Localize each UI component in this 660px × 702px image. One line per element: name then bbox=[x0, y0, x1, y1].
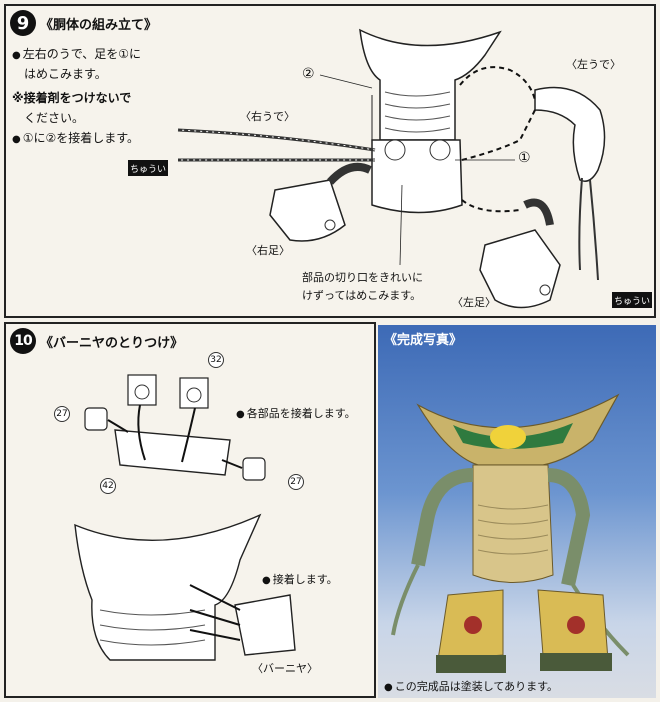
step9-instruction-1b: はめこみます。 bbox=[24, 67, 107, 81]
vernier-part-32a bbox=[127, 374, 157, 406]
step9-instruction-3: ①に②を接着します。 bbox=[12, 128, 139, 150]
vernier-assembly bbox=[234, 594, 296, 656]
step10-instruction-1: 各部品を接着します。 bbox=[236, 404, 356, 425]
label-left-leg: 〈左足〉 bbox=[452, 296, 496, 309]
step9-note-b: けずってはめこみます。 bbox=[302, 289, 422, 302]
label-right-leg: 〈右足〉 bbox=[246, 244, 290, 257]
part-27b: 27 bbox=[288, 474, 304, 490]
step9-note-a: 部品の切り口をきれいに bbox=[302, 271, 423, 284]
model-figure bbox=[391, 393, 630, 673]
step10-title: 《バーニヤのとりつけ》 bbox=[40, 335, 184, 351]
part-42: 42 bbox=[100, 478, 116, 494]
photo-note: この完成品は塗装してあります。 bbox=[384, 678, 558, 694]
right-leg-part bbox=[269, 179, 346, 242]
vernier-base-42 bbox=[114, 429, 231, 476]
step9-instruction-2a: ※接着剤をつけないで bbox=[12, 91, 132, 105]
part-32: 32 bbox=[208, 352, 224, 368]
label-left-arm: 〈左うで〉 bbox=[566, 58, 621, 71]
step9-instruction-1a: 左右のうで、足を①に bbox=[12, 44, 141, 66]
upper-body-part bbox=[359, 28, 502, 141]
vernier-part-32b bbox=[179, 377, 209, 409]
caution-tag-right: ちゅうい bbox=[612, 292, 652, 308]
part-27a: 27 bbox=[54, 406, 70, 422]
left-arm-part bbox=[534, 86, 606, 182]
step10-header: 10 《バーニヤのとりつけ》 bbox=[10, 328, 183, 354]
nozzle-27b bbox=[242, 457, 266, 481]
photo-title: 《完成写真》 bbox=[384, 333, 463, 348]
upper-body-ribs bbox=[384, 91, 451, 133]
label-right-arm: 〈右うで〉 bbox=[240, 110, 295, 123]
step9-header: 9 《胴体の組み立て》 bbox=[10, 10, 157, 36]
body-socket-left bbox=[384, 139, 406, 161]
completed-photo: 《完成写真》 この完成品は塗装してあります。 bbox=[378, 325, 656, 698]
assembly-guides bbox=[459, 66, 536, 213]
nozzle-27a bbox=[84, 407, 108, 431]
step9-part-2: ② bbox=[302, 66, 315, 82]
left-arm-claws bbox=[578, 177, 599, 281]
label-vernier: 〈バーニヤ〉 bbox=[252, 662, 318, 675]
caution-tag-left: ちゅうい bbox=[128, 160, 168, 176]
body-rear-view bbox=[74, 513, 262, 661]
step10-arrows bbox=[189, 584, 241, 641]
step10-badge: 10 bbox=[10, 328, 36, 354]
body-socket-right bbox=[429, 139, 451, 161]
step9-part-1: ① bbox=[518, 150, 531, 166]
step10-instruction-2: 接着します。 bbox=[262, 570, 338, 591]
step9-badge: 9 bbox=[10, 10, 36, 36]
step9-instruction-2b: ください。 bbox=[24, 111, 85, 125]
step9-title: 《胴体の組み立て》 bbox=[40, 17, 158, 33]
